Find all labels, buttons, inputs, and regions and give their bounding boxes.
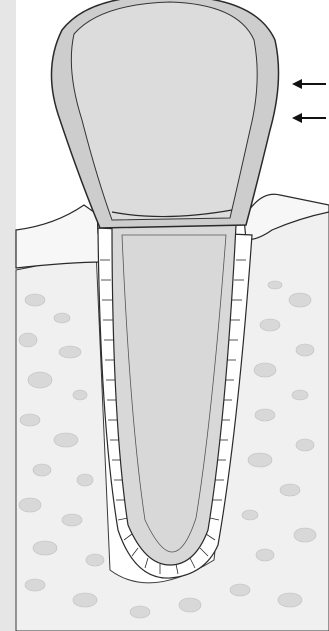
left-margin-strip: [0, 0, 16, 631]
gingiva-left: [16, 205, 104, 268]
arrow-left-icon: [292, 113, 326, 123]
arrow-left-icon: [292, 79, 326, 89]
